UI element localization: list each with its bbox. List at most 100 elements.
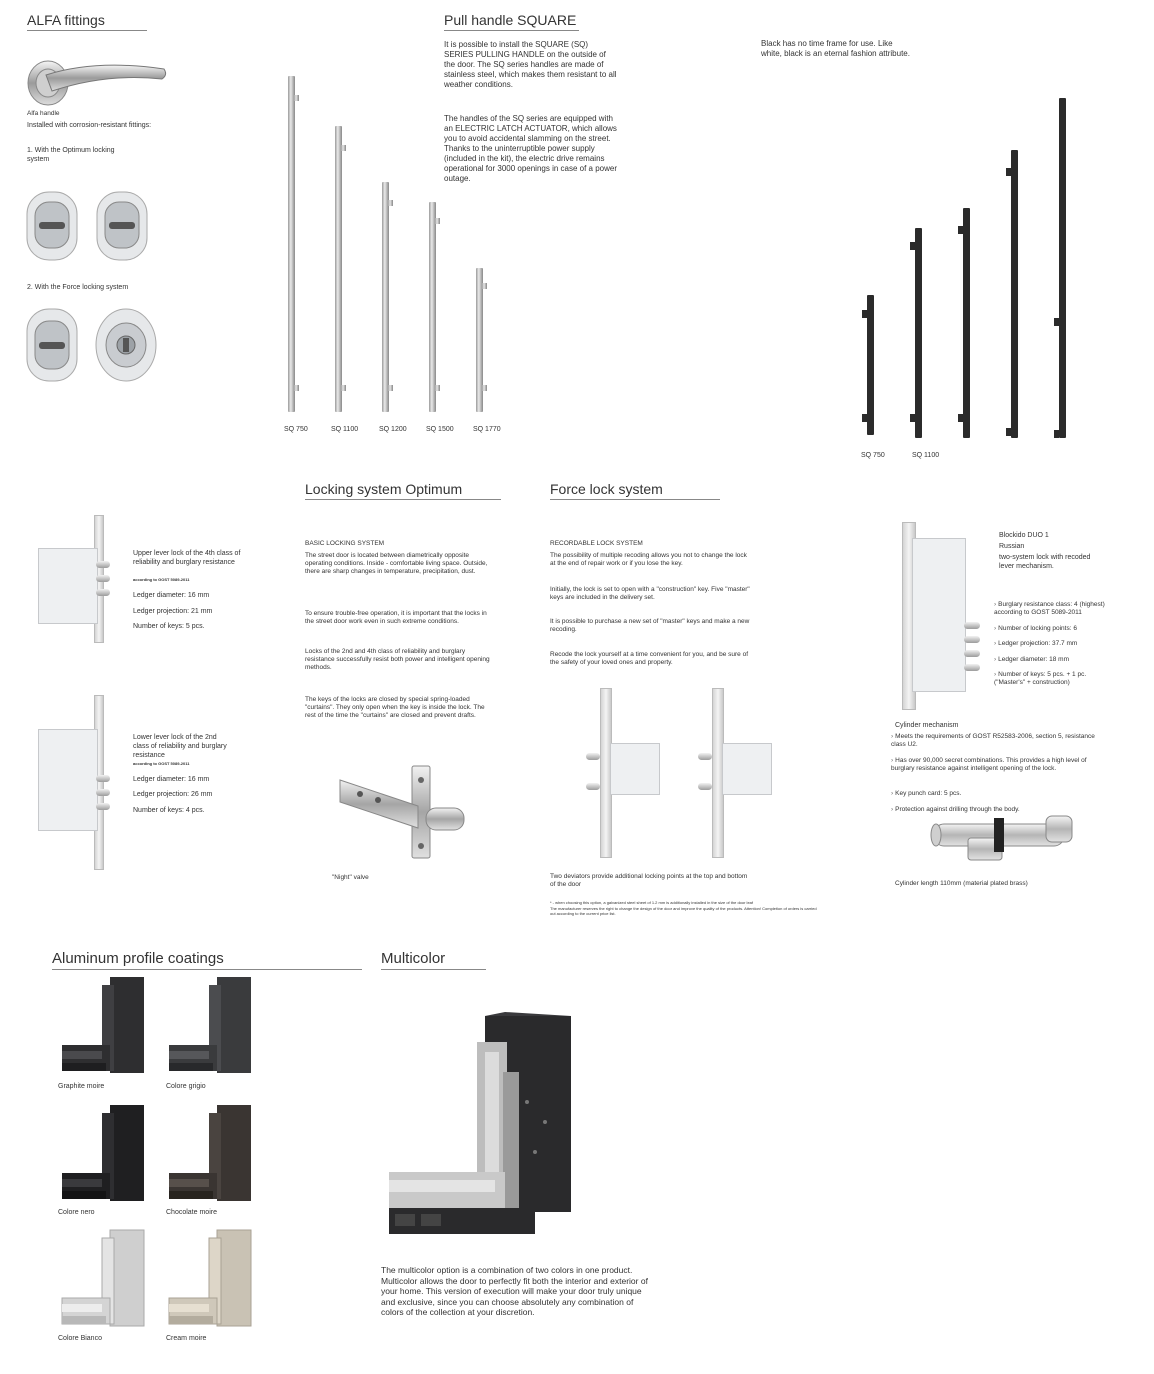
cylinder-spec-3: ›Key punch card: 5 pcs. bbox=[891, 790, 962, 797]
black-stand bbox=[958, 226, 963, 234]
multicolor-title: Multicolor bbox=[381, 950, 486, 970]
square-title: Pull handle SQUARE bbox=[444, 12, 579, 31]
optimum-subtitle: BASIC LOCKING SYSTEM bbox=[305, 540, 385, 547]
coating-label-nero: Colore nero bbox=[58, 1209, 95, 1216]
coatings-title: Aluminum profile coatings bbox=[52, 950, 362, 970]
upper-lock-image bbox=[36, 515, 111, 643]
multicolor-profile-image bbox=[385, 1012, 575, 1237]
blockido-spec-4: ›Ledger diameter: 18 mm bbox=[994, 656, 1069, 663]
silver-stand bbox=[341, 385, 346, 391]
cylinder-spec-2: ›Has over 90,000 secret combinations. Th… bbox=[891, 757, 1087, 772]
optimum-p2: To ensure trouble-free operation, it is … bbox=[305, 610, 487, 625]
deviator-lock-image-2 bbox=[692, 688, 777, 858]
blockido-origin: Russian bbox=[999, 543, 1025, 550]
square-para2: The handles of the SQ series are equippe… bbox=[444, 114, 618, 183]
alfa-force-label: 2. With the Force locking system bbox=[27, 284, 129, 291]
silver-stand bbox=[388, 200, 393, 206]
black-stand bbox=[1054, 318, 1059, 326]
blockido-lock-image bbox=[894, 522, 989, 710]
lower-lock-diameter: Ledger diameter: 16 mm bbox=[133, 776, 210, 783]
silver-handle-sq750 bbox=[288, 76, 295, 412]
force-p4: Recode the lock yourself at a time conve… bbox=[550, 651, 749, 666]
black-stand bbox=[1006, 428, 1011, 436]
night-valve-image bbox=[338, 762, 473, 862]
upper-lock-gost: according to GOST 5089-2011 bbox=[133, 577, 190, 582]
silver-stand bbox=[388, 385, 393, 391]
alfa-handle-image bbox=[26, 55, 168, 107]
coating-swatch-cream bbox=[165, 1228, 255, 1332]
optimum-p4: The keys of the locks are closed by spec… bbox=[305, 696, 485, 719]
black-stand bbox=[862, 414, 867, 422]
black-label-sq750: SQ 750 bbox=[861, 452, 885, 459]
black-handle-1 bbox=[867, 295, 874, 435]
coating-swatch-graphite bbox=[58, 975, 148, 1079]
alfa-title: ALFA fittings bbox=[27, 12, 147, 31]
blockido-desc: two-system lock with recoded lever mecha… bbox=[999, 554, 1091, 570]
silver-handle-sq1770 bbox=[476, 268, 483, 412]
black-stand bbox=[1006, 168, 1011, 176]
silver-handle-sq1200 bbox=[382, 182, 389, 412]
silver-handle-sq1500 bbox=[429, 202, 436, 412]
blockido-spec-2: ›Number of locking points: 6 bbox=[994, 625, 1077, 632]
lower-lock-image bbox=[36, 695, 111, 870]
force-footnote-1: * - when choosing this option, a galvani… bbox=[550, 900, 754, 905]
force-p3: It is possible to purchase a new set of … bbox=[550, 618, 750, 633]
coating-swatch-bianco bbox=[58, 1228, 148, 1332]
silver-label-sq1100: SQ 1100 bbox=[331, 426, 359, 433]
upper-lock-keys: Number of keys: 5 pcs. bbox=[133, 623, 205, 630]
coating-label-chocolate: Chocolate moire bbox=[166, 1209, 217, 1216]
optimum-p1: The street door is located between diame… bbox=[305, 552, 488, 575]
coating-swatch-grigio bbox=[165, 975, 255, 1079]
black-stand bbox=[958, 414, 963, 422]
lower-lock-gost: according to GOST 5089-2011 bbox=[133, 761, 190, 766]
optimum-escutcheon-image bbox=[25, 188, 155, 263]
upper-lock-projection: Ledger projection: 21 mm bbox=[133, 608, 213, 615]
force-subtitle: RECORDABLE LOCK SYSTEM bbox=[550, 540, 643, 547]
force-deviators: Two deviators provide additional locking… bbox=[550, 873, 748, 888]
black-stand bbox=[910, 414, 915, 422]
cylinder-length: Cylinder length 110mm (material plated b… bbox=[895, 880, 1028, 887]
upper-lock-diameter: Ledger diameter: 16 mm bbox=[133, 592, 210, 599]
cylinder-image bbox=[928, 814, 1078, 866]
silver-stand bbox=[341, 145, 346, 151]
black-stand bbox=[862, 310, 867, 318]
lower-lock-projection: Ledger projection: 26 mm bbox=[133, 791, 213, 798]
silver-stand bbox=[435, 385, 440, 391]
silver-stand bbox=[482, 385, 487, 391]
silver-stand bbox=[294, 385, 299, 391]
black-label-sq1100: SQ 1100 bbox=[912, 452, 940, 459]
silver-stand bbox=[435, 218, 440, 224]
black-handle-5 bbox=[1059, 98, 1066, 438]
coating-swatch-chocolate bbox=[165, 1103, 255, 1207]
cylinder-spec-4: ›Protection against drilling through the… bbox=[891, 806, 1020, 813]
coating-label-graphite: Graphite moire bbox=[58, 1083, 105, 1090]
silver-label-sq1500: SQ 1500 bbox=[426, 426, 454, 433]
force-escutcheon-image bbox=[25, 305, 160, 385]
force-p1: The possibility of multiple recoding all… bbox=[550, 552, 747, 567]
deviator-lock-image-1 bbox=[580, 688, 665, 858]
square-black-note: Black has no time frame for use. Like wh… bbox=[761, 39, 910, 58]
coating-swatch-nero bbox=[58, 1103, 148, 1207]
black-handle-2 bbox=[915, 228, 922, 438]
silver-stand bbox=[294, 95, 299, 101]
cylinder-title: Cylinder mechanism bbox=[895, 722, 959, 729]
alfa-optimum-label: 1. With the Optimum locking system bbox=[27, 147, 115, 163]
blockido-spec-5: ›Number of keys: 5 pcs. + 1 pc. ("Master… bbox=[994, 671, 1087, 686]
force-title: Force lock system bbox=[550, 481, 720, 500]
force-p2: Initially, the lock is set to open with … bbox=[550, 586, 750, 601]
coating-label-cream: Cream moire bbox=[166, 1335, 207, 1342]
optimum-title: Locking system Optimum bbox=[305, 481, 501, 500]
coating-label-grigio: Colore grigio bbox=[166, 1083, 206, 1090]
lower-lock-keys: Number of keys: 4 pcs. bbox=[133, 807, 205, 814]
cylinder-spec-1: ›Meets the requirements of GOST R52583-2… bbox=[891, 733, 1095, 748]
lower-lock-title: Lower lever lock of the 2nd class of rel… bbox=[133, 734, 227, 759]
black-stand bbox=[1054, 430, 1059, 438]
square-para1: It is possible to install the SQUARE (SQ… bbox=[444, 40, 617, 89]
silver-label-sq1200: SQ 1200 bbox=[379, 426, 407, 433]
coating-label-bianco: Colore Bianco bbox=[58, 1335, 102, 1342]
black-handle-3 bbox=[963, 208, 970, 438]
silver-label-sq750: SQ 750 bbox=[284, 426, 308, 433]
multicolor-desc: The multicolor option is a combination o… bbox=[381, 1265, 648, 1317]
blockido-spec-3: ›Ledger projection: 37.7 mm bbox=[994, 640, 1078, 647]
silver-handle-sq1100 bbox=[335, 126, 342, 412]
